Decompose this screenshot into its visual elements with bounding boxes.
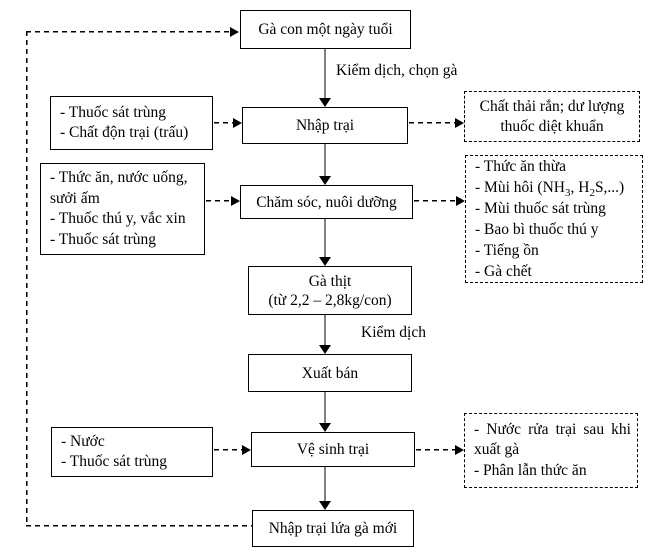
arrowhead-right-icon [231, 196, 240, 206]
dashed-arrow-care-input [206, 200, 231, 202]
arrowhead-right-icon [455, 118, 464, 128]
node-meat-sublabel: (từ 2,2 – 2,8kg/con) [268, 291, 392, 309]
smell-sub1: 3 [564, 187, 571, 200]
node-chick-label: Gà con một ngày tuổi [258, 21, 393, 38]
arrowhead-down-icon [319, 423, 331, 432]
output-box-intake: Chất thải rắn; dư lượng thuốc diệt khuẩn [464, 91, 640, 142]
input-item: - Thuốc sát trùng [50, 230, 157, 248]
arrowhead-right-icon [230, 27, 239, 37]
feedback-loop-vertical-segment [26, 31, 28, 526]
dashed-arrow-care-output [414, 200, 456, 202]
node-intake-label: Nhập trại [295, 117, 355, 134]
output-item: - Gà chết [475, 263, 532, 280]
arrow-intake-to-care [324, 144, 326, 176]
arrow-sell-to-clean [324, 392, 326, 423]
input-box-intake: - Thuốc sát trùng - Chất độn trại (trấu) [50, 96, 213, 150]
dashed-arrow-intake-output [409, 122, 455, 124]
arrow-care-to-meat [324, 219, 326, 257]
output-item: - Thức ăn thừa [475, 158, 566, 175]
node-new-flock-label: Nhập trại lứa gà mới [268, 520, 398, 537]
arrowhead-right-icon [456, 196, 465, 206]
node-intake: Nhập trại [242, 107, 408, 144]
arrowhead-down-icon [319, 257, 331, 266]
output-item: - Phân lẫn thức ăn [474, 461, 587, 479]
arrow-chick-to-intake [324, 49, 326, 98]
arrowhead-down-icon [319, 501, 331, 510]
output-box-care: - Thức ăn thừa - Mùi hôi (NH3, H2S,...) … [465, 155, 643, 283]
dashed-arrow-clean-input [214, 449, 242, 451]
node-sell: Xuất bán [248, 354, 412, 392]
arrowhead-down-icon [319, 176, 331, 185]
smell-post: S,...) [594, 179, 625, 196]
node-care: Chăm sóc, nuôi dưỡng [240, 185, 413, 219]
input-item: - Thức ăn, nước uống, sưởi ấm [50, 169, 188, 207]
smell-pre: - Mùi hôi (NH [475, 179, 565, 196]
arrowhead-right-icon [455, 445, 464, 455]
arrowhead-down-icon [319, 98, 331, 107]
node-meat: Gà thịt (từ 2,2 – 2,8kg/con) [248, 266, 412, 315]
input-box-clean: - Nước - Thuốc sát trùng [51, 427, 213, 477]
smell-sub2: 2 [589, 187, 595, 200]
input-item: - Thuốc thú y, vắc xin [50, 210, 186, 227]
feedback-loop-top-segment [26, 31, 230, 33]
input-item: - Thuốc sát trùng [60, 103, 167, 121]
output-item: - Tiếng ồn [475, 242, 539, 259]
edge-label-quarantine: Kiểm dịch [361, 324, 426, 341]
node-clean-label: Vệ sinh trại [296, 441, 370, 458]
input-item: - Thuốc sát trùng [61, 453, 168, 470]
node-chick: Gà con một ngày tuổi [240, 10, 411, 49]
input-box-care: - Thức ăn, nước uống, sưởi ấm - Thuốc th… [40, 163, 205, 255]
arrowhead-right-icon [242, 445, 251, 455]
input-item: - Nước [61, 432, 105, 450]
output-text: Chất thải rắn; dư lượng thuốc diệt khuẩn [479, 97, 625, 135]
output-item: - Nước rửa trại sau khi xuất gà [474, 420, 631, 459]
output-box-clean: - Nước rửa trại sau khi xuất gà - Phân l… [464, 413, 638, 488]
dashed-arrow-intake-input [214, 122, 234, 124]
node-clean: Vệ sinh trại [251, 432, 415, 467]
output-item-smell: - Mùi hôi (NH3, H2S,...) [475, 177, 636, 200]
node-meat-label: Gà thịt [308, 272, 352, 290]
arrowhead-down-icon [319, 345, 331, 354]
node-sell-label: Xuất bán [301, 364, 359, 382]
edge-label-quarantine-select: Kiểm dịch, chọn gà [336, 62, 458, 79]
input-item: - Chất độn trại (trấu) [60, 124, 189, 141]
feedback-loop-bottom-segment [26, 525, 252, 527]
arrow-clean-to-newflock [324, 467, 326, 501]
smell-mid: , H [570, 179, 590, 196]
dashed-arrow-clean-output [416, 449, 455, 451]
output-item: - Bao bì thuốc thú y [475, 221, 599, 238]
output-item: - Mùi thuốc sát trùng [475, 200, 606, 217]
arrowhead-right-icon [233, 118, 242, 128]
node-new-flock: Nhập trại lứa gà mới [252, 510, 414, 547]
node-care-label: Chăm sóc, nuôi dưỡng [256, 193, 397, 211]
arrow-meat-to-sell [324, 315, 326, 345]
